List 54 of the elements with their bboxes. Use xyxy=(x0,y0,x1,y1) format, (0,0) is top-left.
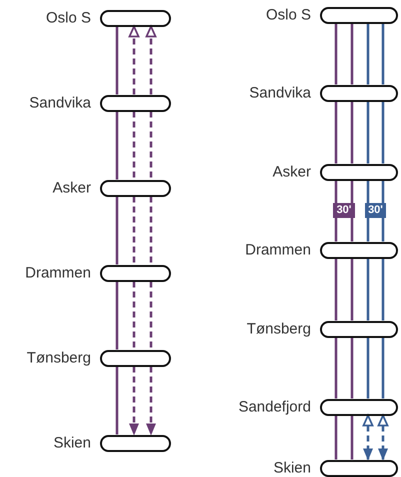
route-line xyxy=(382,180,384,242)
route-line xyxy=(350,338,354,398)
route-line xyxy=(334,102,338,164)
route-line xyxy=(350,180,354,242)
station-name: Oslo S xyxy=(46,10,91,26)
station-name: Sandvika xyxy=(29,94,91,112)
route-line xyxy=(350,258,354,320)
route-line xyxy=(334,180,338,242)
station-name: Sandvika xyxy=(249,84,311,102)
arrow xyxy=(378,414,388,460)
route-line xyxy=(366,180,370,242)
route-line xyxy=(366,338,370,398)
route-line xyxy=(116,112,118,180)
station-name: Skien xyxy=(53,434,91,452)
route-line xyxy=(334,416,338,460)
arrow xyxy=(129,366,139,436)
route-line xyxy=(116,26,118,94)
route-line xyxy=(132,196,136,264)
route-line xyxy=(350,24,354,84)
route-line xyxy=(116,196,118,264)
station-name: Asker xyxy=(52,180,91,196)
arrow xyxy=(146,366,156,436)
route-line xyxy=(382,258,384,320)
frequency-badge: 30' xyxy=(365,203,386,218)
route-line xyxy=(132,112,136,180)
route-line xyxy=(366,258,370,320)
route-line xyxy=(116,366,118,434)
route-line xyxy=(366,24,370,84)
route-line xyxy=(334,258,338,320)
route-line xyxy=(334,338,338,398)
arrow xyxy=(362,414,374,460)
station-name: Tønsberg xyxy=(26,350,91,366)
arrow xyxy=(128,26,140,94)
route-line xyxy=(350,416,354,460)
station-name: Drammen xyxy=(25,264,91,282)
station-name: Skien xyxy=(273,460,311,476)
route-line xyxy=(350,102,354,164)
station-name: Tønsberg xyxy=(246,320,311,338)
station-name: Oslo S xyxy=(266,6,311,24)
route-line xyxy=(150,112,152,180)
route-line xyxy=(334,24,338,84)
station-name: Sandefjord xyxy=(238,398,311,416)
station-name: Asker xyxy=(272,164,311,180)
route-line xyxy=(382,102,384,164)
route-line xyxy=(382,338,384,398)
route-line xyxy=(382,24,384,84)
arrow xyxy=(146,26,156,94)
frequency-badge: 30' xyxy=(333,203,355,218)
route-line xyxy=(150,196,152,264)
station-name: Drammen xyxy=(245,242,311,258)
route-line xyxy=(116,282,118,350)
route-line xyxy=(132,282,136,350)
route-line xyxy=(150,282,152,350)
route-line xyxy=(366,102,370,164)
